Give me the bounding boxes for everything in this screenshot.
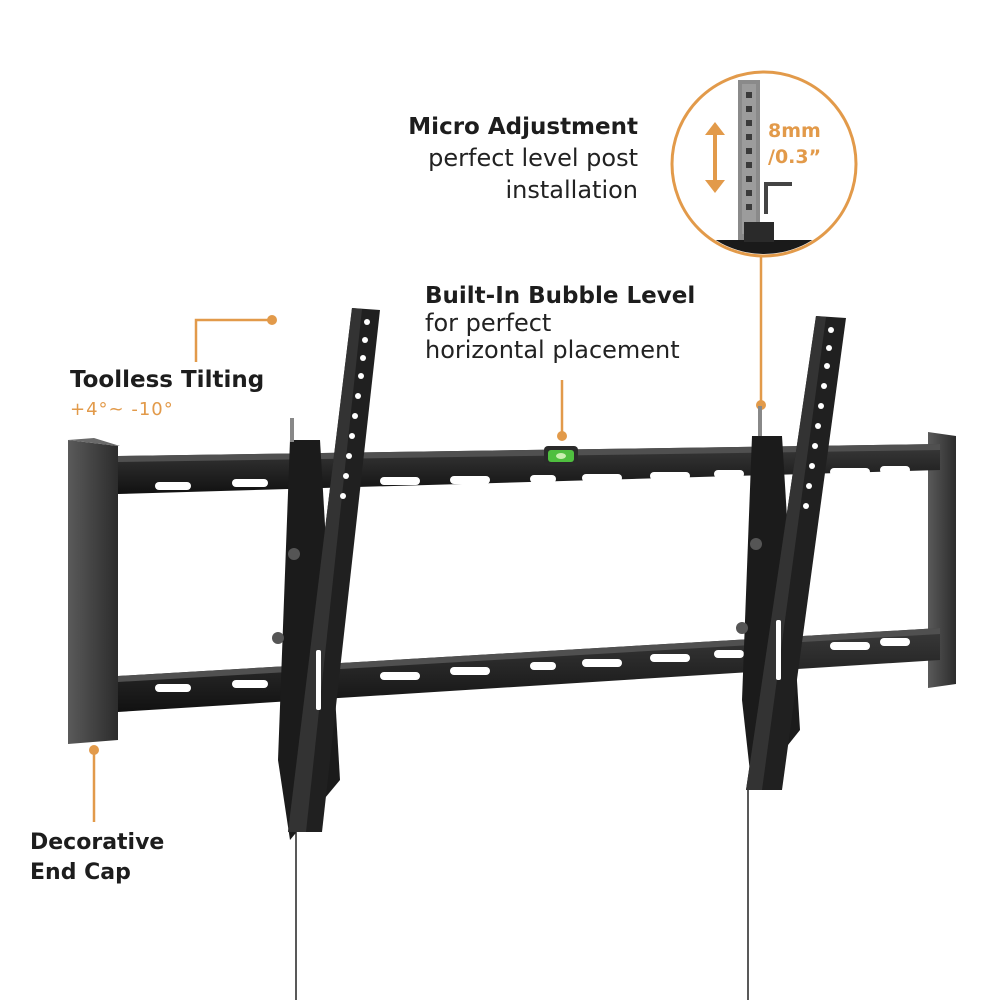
bubble-level-line2: horizontal placement [425, 336, 680, 364]
top-rail-slots [155, 466, 910, 490]
bubble-level-line1: for perfect [425, 309, 552, 337]
toolless-tilting-callout: Toolless Tilting +4°~ -10° [70, 366, 264, 426]
distance-inch: /0.3” [768, 146, 822, 168]
micro-adjustment-line1: perfect level post [428, 144, 638, 172]
bubble-level-callout: Built-In Bubble Level for perfect horizo… [425, 282, 695, 364]
bottom-rail-slots [155, 638, 910, 692]
tilting-leader-dot [267, 315, 277, 325]
left-end-cap [68, 438, 120, 744]
bottom-rail [118, 628, 940, 712]
toolless-tilting-title: Toolless Tilting [70, 367, 265, 393]
top-rail [118, 444, 940, 494]
callout-lines [89, 256, 766, 822]
endcap-leader-dot [89, 745, 99, 755]
right-end-cap [928, 432, 956, 688]
tilting-leader [194, 318, 272, 362]
left-tilt-arm [272, 308, 380, 1000]
micro-adjustment-distance: 8mm /0.3” [768, 118, 821, 170]
end-cap-title-line2: End Cap [30, 860, 131, 885]
bubble-leader-dot [557, 431, 567, 441]
micro-adjustment-title: Micro Adjustment [408, 114, 638, 140]
micro-adjustment-callout: Micro Adjustment perfect level post inst… [408, 112, 638, 206]
bubble-level [544, 446, 578, 466]
bubble-level-title: Built-In Bubble Level [425, 283, 696, 309]
micro-adjustment-detail [670, 70, 858, 258]
end-cap-title-line1: Decorative [30, 830, 165, 855]
end-cap-callout: Decorative End Cap [30, 828, 164, 888]
tilt-range: +4°~ -10° [70, 399, 174, 420]
micro-adjustment-line2: installation [505, 176, 638, 204]
distance-mm: 8mm [768, 120, 821, 142]
right-tilt-arm [736, 316, 846, 1000]
